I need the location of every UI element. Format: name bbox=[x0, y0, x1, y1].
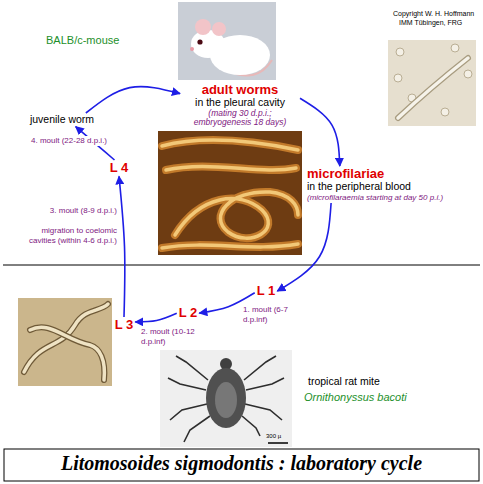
mite-leg bbox=[184, 416, 210, 442]
mite-body-detail bbox=[215, 382, 237, 418]
mouse-eye bbox=[197, 39, 202, 44]
mouse-ear bbox=[212, 22, 226, 36]
worm bbox=[166, 166, 296, 170]
mouse-nose bbox=[190, 47, 194, 51]
mite-leg bbox=[246, 378, 284, 390]
worm bbox=[162, 244, 298, 248]
mite-leg bbox=[168, 378, 206, 390]
stage-group: L 4 bbox=[108, 160, 131, 176]
figure-caption: Litomosoides sigmodontis : laboratory cy… bbox=[4, 452, 479, 475]
caption-frame bbox=[4, 449, 479, 481]
stage-group: L 3 bbox=[113, 317, 136, 333]
stage-name: L 4 bbox=[110, 161, 129, 175]
worm bbox=[162, 140, 298, 150]
cycle-arrow bbox=[300, 98, 340, 166]
stage-group: adult wormsin the pleural cavity(mating … bbox=[180, 82, 300, 129]
scale-bar bbox=[268, 442, 288, 444]
mite-body bbox=[206, 368, 246, 428]
mite-leg bbox=[245, 404, 282, 420]
photo-ground bbox=[388, 40, 476, 126]
host-name: BALB/c-mouse bbox=[46, 34, 119, 46]
stage-name: L 3 bbox=[115, 318, 134, 332]
worm bbox=[175, 192, 298, 238]
microfilaria-photo bbox=[388, 40, 476, 126]
moult-label: 1. moult (6-7 d.p.inf) bbox=[242, 305, 302, 324]
timing-note: (mating 30 d.p.i.; embryogenesis 18 days… bbox=[182, 109, 298, 128]
stage-name: L 1 bbox=[257, 284, 276, 298]
blood-cell bbox=[396, 48, 404, 56]
scale-label: 300 µ bbox=[266, 433, 281, 439]
mite-leg bbox=[170, 404, 207, 420]
divider-line bbox=[3, 265, 480, 266]
migration-note: migration to coelomic cavities (within 4… bbox=[22, 226, 118, 245]
copyright-note: Copyright W. H. Hoffmann bbox=[393, 10, 474, 17]
stage-group: juvenile worm bbox=[28, 113, 96, 127]
blood-cell bbox=[394, 74, 402, 82]
blood-cell bbox=[441, 108, 449, 116]
moult-label: 4. moult (22-28 d.p.i.) bbox=[30, 136, 108, 146]
worm bbox=[166, 166, 296, 170]
copyright-note: IMM Tübingen, FRG bbox=[399, 19, 462, 26]
cycle-arrow bbox=[119, 176, 125, 317]
worm bbox=[175, 192, 298, 238]
worm bbox=[162, 140, 298, 150]
cycle-arrow bbox=[135, 313, 176, 322]
microfilaria bbox=[398, 58, 468, 118]
mouse-ear bbox=[195, 19, 211, 35]
cycle-arrow bbox=[86, 87, 180, 113]
larva bbox=[30, 327, 104, 380]
moult-label: 2. moult (10-12 d.p.inf) bbox=[140, 327, 210, 346]
vector-species: Ornithonyssus bacoti bbox=[304, 391, 407, 403]
mite-photo bbox=[160, 350, 292, 447]
larva-photo bbox=[18, 298, 112, 386]
vector-name: tropical rat mite bbox=[308, 376, 380, 388]
stage-name: L 2 bbox=[179, 306, 198, 320]
stage-group: L 1 bbox=[255, 283, 278, 299]
mite-leg bbox=[244, 356, 276, 380]
location: in the peripheral blood bbox=[307, 181, 477, 193]
stage-name: adult worms bbox=[182, 83, 298, 97]
mite-leg bbox=[176, 356, 208, 380]
location: in the pleural cavity bbox=[182, 97, 298, 109]
stage-group: microfilariaein the peripheral blood(mic… bbox=[305, 166, 479, 203]
photo-ground bbox=[158, 131, 302, 255]
worm bbox=[162, 244, 298, 248]
stage-name: microfilariae bbox=[307, 167, 477, 181]
timing-note: (microfilaraemia starting at day 50 p.i.… bbox=[307, 193, 477, 202]
blood-cell bbox=[464, 70, 472, 78]
photo-ground bbox=[160, 350, 292, 447]
stage-name: juvenile worm bbox=[30, 114, 94, 126]
larva bbox=[30, 327, 104, 380]
blood-cell bbox=[451, 44, 459, 52]
microfilaria bbox=[398, 58, 468, 118]
cycle-arrow bbox=[277, 203, 331, 291]
stage-group: L 2 bbox=[177, 305, 200, 321]
mite-legs bbox=[168, 356, 284, 442]
mite-leg bbox=[242, 416, 260, 436]
mouse-photo bbox=[178, 2, 276, 80]
photo-ground bbox=[18, 298, 112, 386]
adult-worms-photo bbox=[158, 131, 302, 255]
photo-ground bbox=[178, 2, 276, 80]
moult-label: 3. moult (8-9 d.p.i.) bbox=[22, 206, 118, 216]
